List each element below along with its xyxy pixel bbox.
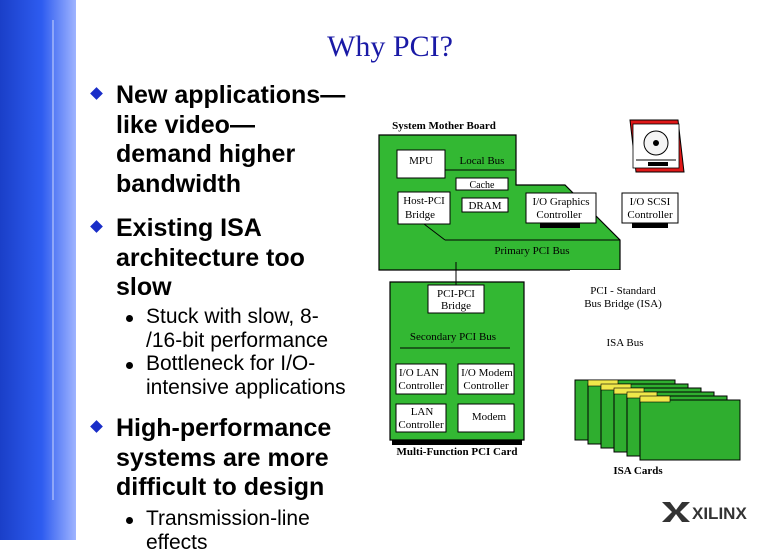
host-pci-bridge-label-2: Bridge xyxy=(405,209,435,221)
isa-bus-label: ISA Bus xyxy=(607,337,644,349)
board-label: System Mother Board xyxy=(392,120,496,132)
multi-function-label: Multi-Function PCI Card xyxy=(397,446,518,458)
pci-isa-bridge-label-2: Bus Bridge (ISA) xyxy=(584,298,662,310)
pci-architecture-diagram: System Mother Board MPU Local Bus Cache … xyxy=(0,0,780,540)
modem-label: Modem xyxy=(472,411,507,423)
xilinx-logo: XILINX xyxy=(662,500,752,524)
io-graphics-label-1: I/O Graphics xyxy=(532,196,589,208)
isa-cards-label: ISA Cards xyxy=(613,465,663,477)
lan-label-2: Controller xyxy=(398,419,444,431)
dram-label: DRAM xyxy=(468,200,501,212)
pci-card-connector xyxy=(392,440,522,445)
io-scsi-connector xyxy=(632,223,668,228)
xilinx-logo-icon: XILINX xyxy=(662,500,752,524)
secondary-pci-bus-label: Secondary PCI Bus xyxy=(410,331,496,343)
local-bus-label: Local Bus xyxy=(460,155,505,167)
host-pci-bridge-label-1: Host-PCI xyxy=(403,195,445,207)
cache-label: Cache xyxy=(470,180,496,191)
io-scsi-label-2: Controller xyxy=(627,209,673,221)
io-graphics-connector xyxy=(540,223,580,228)
mpu-label: MPU xyxy=(409,155,433,167)
pci-pci-bridge-label-1: PCI-PCI xyxy=(437,288,475,300)
pci-isa-bridge-label-1: PCI - Standard xyxy=(590,285,656,297)
xilinx-logo-text: XILINX xyxy=(692,504,747,523)
io-lan-label-2: Controller xyxy=(398,380,444,392)
io-lan-label-1: I/O LAN xyxy=(399,367,439,379)
hard-disk-icon xyxy=(630,120,684,172)
primary-pci-bus-label: Primary PCI Bus xyxy=(494,245,569,257)
io-scsi-label-1: I/O SCSI xyxy=(630,196,671,208)
lan-label-1: LAN xyxy=(411,406,434,418)
isa-cards-stack xyxy=(575,380,740,460)
io-graphics-label-2: Controller xyxy=(536,209,582,221)
io-modem-label-1: I/O Modem xyxy=(461,367,513,379)
pci-pci-bridge-label-2: Bridge xyxy=(441,300,471,312)
io-modem-label-2: Controller xyxy=(463,380,509,392)
